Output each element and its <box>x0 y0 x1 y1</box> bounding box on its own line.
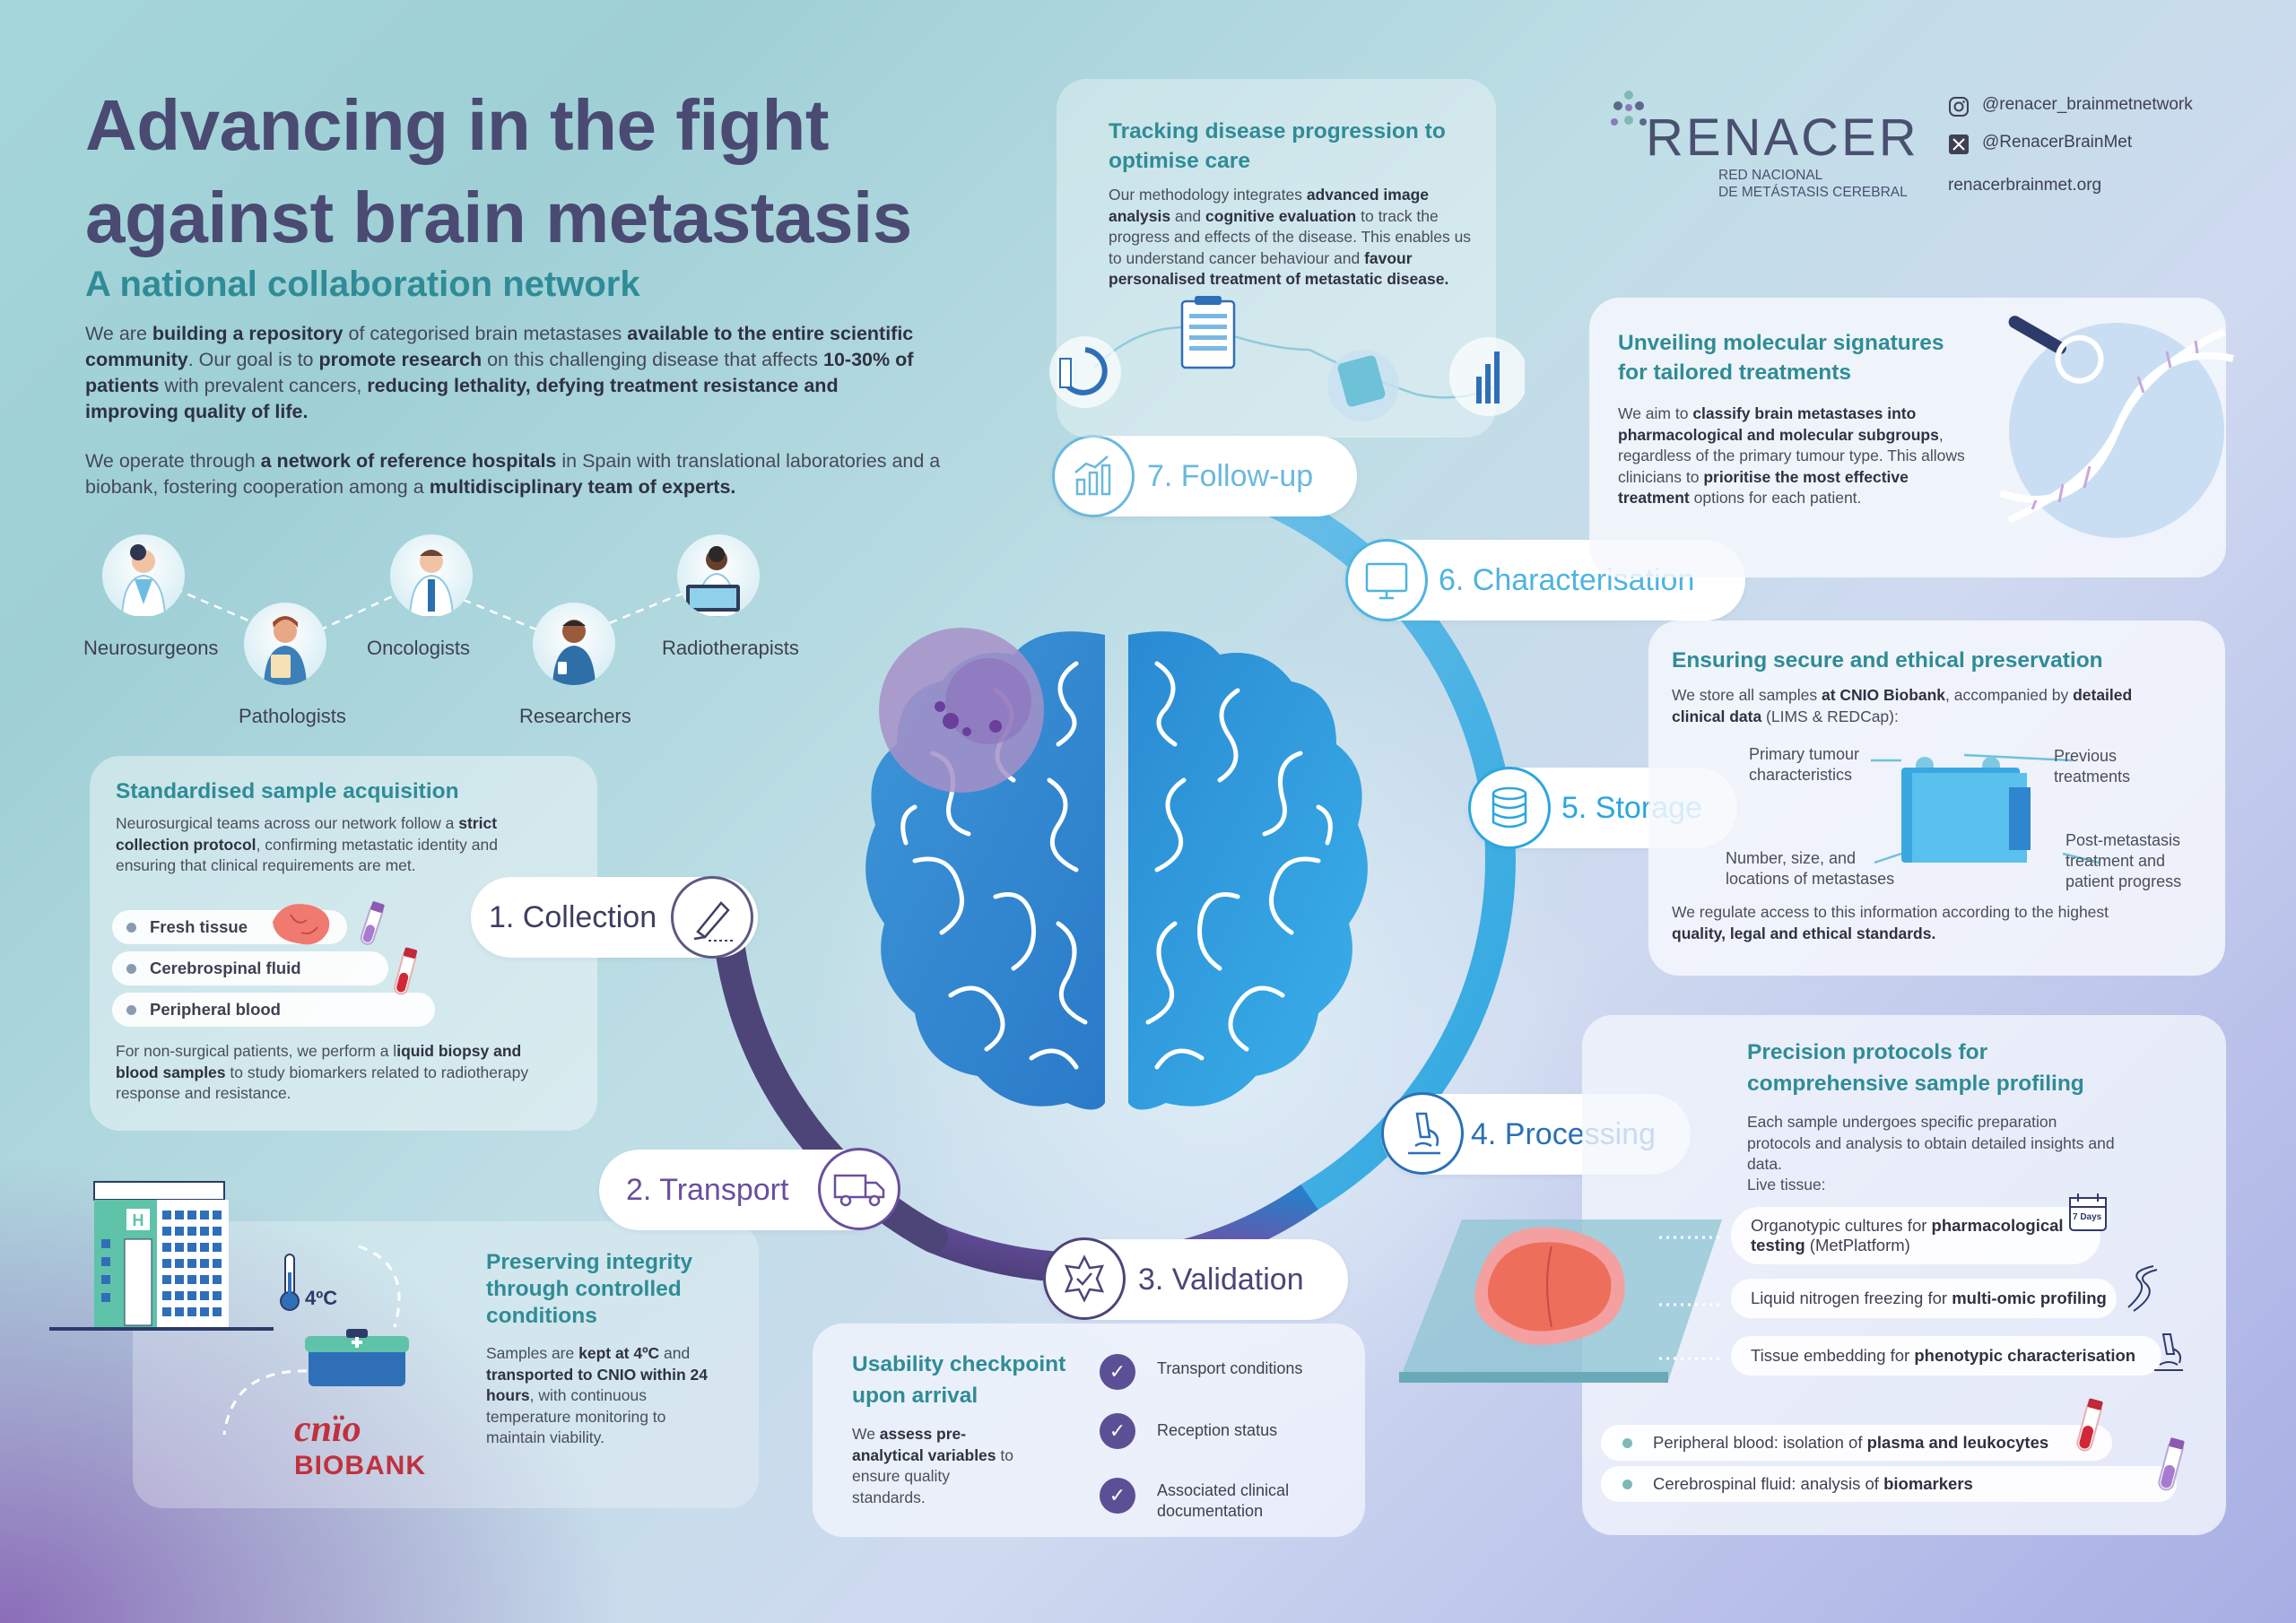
storage-label-post: Post-metastasis treatment and patient pr… <box>2066 831 2182 890</box>
brain-illustration <box>865 628 1368 1110</box>
check-label-3: Associated clinical documentation <box>1157 1481 1290 1520</box>
check-icon-1: ✓ <box>1100 1354 1135 1390</box>
radiotherapist-avatar <box>677 534 760 617</box>
team-label-oncologists: Oncologists <box>367 637 470 659</box>
thermometer-icon <box>280 1254 300 1311</box>
pathologist-avatar <box>244 603 326 685</box>
title-line-2: against brain metastasis <box>85 178 912 257</box>
database-icon <box>1468 767 1551 849</box>
characterisation-paragraph: We aim to classify brain metastases into… <box>1618 404 1965 507</box>
team-label-radiotherapists: Radiotherapists <box>662 637 799 659</box>
microscope-icon <box>1381 1092 1464 1175</box>
collection-nonsurgical-paragraph: For non-surgical patients, we perform a … <box>116 1042 529 1102</box>
pen-icon <box>671 876 753 959</box>
sample-pill-csf: Cerebrospinal fluid <box>112 951 388 985</box>
storage-label-primary: Primary tumour characteristics <box>1749 745 1860 784</box>
oncologist-avatar <box>390 534 473 617</box>
bar-chart-icon <box>1052 435 1135 517</box>
processing-item-nitrogen: Liquid nitrogen freezing for multi-omic … <box>1731 1279 2117 1318</box>
x-handle[interactable]: @RenacerBrainMet <box>1982 133 2133 152</box>
page-title: Advancing in the fight against brain met… <box>85 79 982 264</box>
followup-card <box>1057 79 1496 438</box>
followup-illustration <box>1049 296 1525 421</box>
neurosurgeon-avatar <box>102 534 185 617</box>
dna-small-icon <box>2127 1265 2158 1312</box>
hospital-illustration: H <box>49 1181 274 1331</box>
cooler-box-icon <box>305 1329 409 1386</box>
calendar-icon <box>2069 1193 2107 1231</box>
transport-heading: Preserving integrity through controlled … <box>486 1250 693 1328</box>
temperature-label: 4ºC <box>305 1287 338 1309</box>
truck-icon <box>818 1148 900 1230</box>
processing-csf-pill: Cerebrospinal fluid: analysis of biomark… <box>1601 1466 2177 1502</box>
renacer-logo-text: RENACER <box>1646 108 1919 167</box>
cnio-logo-bottom: BIOBANK <box>294 1451 426 1480</box>
collection-heading: Standardised sample acquisition <box>116 779 459 803</box>
team-label-neurosurgeons: Neurosurgeons <box>83 637 219 659</box>
followup-heading: Tracking disease progression to optimise… <box>1109 119 1446 173</box>
storage-label-number: Number, size, and locations of metastase… <box>1726 849 1895 888</box>
sample-icons <box>273 901 418 995</box>
check-icon-2: ✓ <box>1100 1413 1135 1449</box>
sample-pill-blood: Peripheral blood <box>112 993 435 1027</box>
team-label-researchers: Researchers <box>519 705 631 727</box>
characterisation-heading: Unveiling molecular signatures for tailo… <box>1618 331 1944 385</box>
transport-flow-dashes <box>222 1245 401 1436</box>
check-label-2: Reception status <box>1157 1421 1278 1439</box>
transport-paragraph: Samples are kept at 4ºC and transported … <box>486 1344 708 1446</box>
blood-tube-icons <box>2076 1398 2185 1491</box>
step-3-label: 3. Validation <box>1138 1262 1304 1297</box>
microscope-small-icon <box>2154 1333 2183 1371</box>
step-7-label: 7. Follow-up <box>1147 458 1314 493</box>
calendar-days-label: 7 Days <box>2073 1212 2102 1222</box>
transport-card <box>133 1221 759 1508</box>
processing-live-label: Live tissue: <box>1747 1176 1826 1193</box>
website-link[interactable]: renacerbrainmet.org <box>1948 176 2102 195</box>
collection-paragraph: Neurosurgical teams across our network f… <box>116 814 498 874</box>
storage-heading: Ensuring secure and ethical preservation <box>1672 648 2103 673</box>
intro-paragraph-1: We are building a repository of categori… <box>85 323 914 422</box>
storage-regulate-paragraph: We regulate access to this information a… <box>1672 903 2109 942</box>
validation-paragraph: We assess pre-analytical variables to en… <box>852 1425 1013 1506</box>
intro-paragraph-2: We operate through a network of referenc… <box>85 450 941 498</box>
renacer-logo-icon <box>1611 91 1647 126</box>
step-1-label: 1. Collection <box>489 899 657 934</box>
researcher-avatar <box>533 603 615 685</box>
validation-card <box>813 1324 1365 1537</box>
team-connector-lines <box>161 581 709 643</box>
x-icon <box>1949 135 1969 154</box>
page-subtitle: A national collaboration network <box>85 265 640 304</box>
monitor-icon <box>1345 539 1428 621</box>
svg-text:H: H <box>133 1211 144 1229</box>
instagram-handle[interactable]: @renacer_brainmetnetwork <box>1982 95 2193 114</box>
folder-data-illustration <box>1871 753 2100 864</box>
title-line-1: Advancing in the fight <box>85 85 829 165</box>
processing-item-embedding: Tissue embedding for phenotypic characte… <box>1731 1336 2161 1376</box>
tissue-slide-illustration <box>1399 1219 1722 1383</box>
check-icon-3: ✓ <box>1100 1478 1135 1514</box>
processing-blood-pill: Peripheral blood: isolation of plasma an… <box>1601 1425 2112 1461</box>
storage-label-previous: Previous treatments <box>2054 747 2131 785</box>
followup-paragraph: Our methodology integrates advanced imag… <box>1109 186 1472 288</box>
cnio-logo-top: cnïo <box>294 1409 361 1450</box>
processing-paragraph: Each sample undergoes specific preparati… <box>1747 1113 2115 1173</box>
instagram-icon <box>1949 97 1969 117</box>
processing-heading: Precision protocols for comprehensive sa… <box>1747 1040 2084 1096</box>
star-badge-icon <box>1043 1237 1126 1320</box>
dna-illustration <box>1998 316 2234 538</box>
check-label-1: Transport conditions <box>1157 1359 1303 1377</box>
step-2-label: 2. Transport <box>626 1172 789 1207</box>
validation-heading: Usability checkpoint upon arrival <box>852 1352 1066 1408</box>
storage-paragraph: We store all samples at CNIO Biobank, ac… <box>1672 686 2133 725</box>
team-label-pathologists: Pathologists <box>239 705 346 727</box>
processing-item-organotypic: Organotypic cultures for pharmacological… <box>1731 1207 2100 1264</box>
